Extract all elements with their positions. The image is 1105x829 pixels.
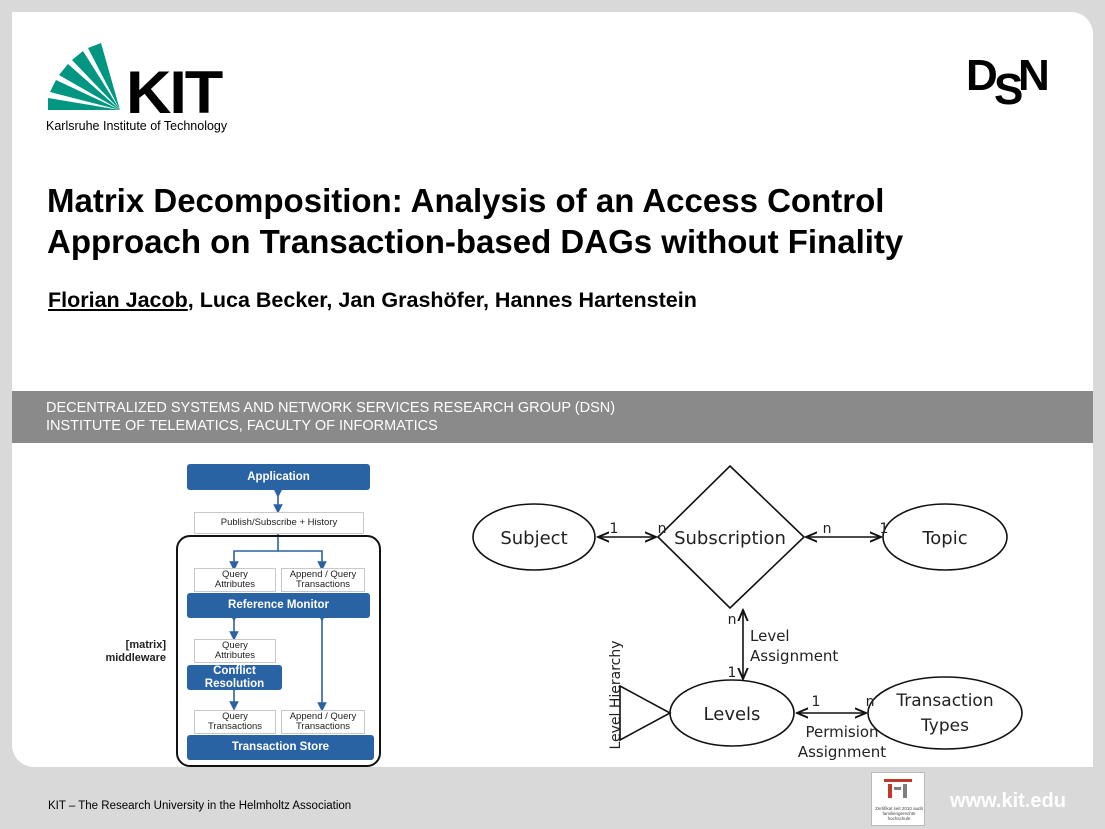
append-query-box: Append / Query Transactions (281, 568, 365, 592)
level-hierarchy-triangle (619, 684, 672, 742)
authors: Florian Jacob, Luca Becker, Jan Grashöfe… (48, 288, 697, 313)
kit-url[interactable]: www.kit.edu (950, 790, 1066, 812)
kit-logo: KIT Karlsruhe Institute of Technology (46, 40, 256, 135)
footer-text: KIT – The Research University in the Hel… (48, 800, 352, 812)
level-assignment-label-2: Assignment (750, 647, 838, 665)
institute-line: INSTITUTE OF TELEMATICS, FACULTY OF INFO… (46, 418, 438, 434)
dsn-letter-d: D (966, 51, 998, 100)
card-subscription-bottom: n (728, 612, 737, 628)
card-topic: 1 (880, 521, 889, 537)
topic-label: Topic (921, 528, 967, 549)
card-transaction-types: n (866, 694, 875, 710)
dsn-logo: D S N (966, 51, 1050, 114)
subscription-relation (656, 464, 806, 610)
title-line-1: Matrix Decomposition: Analysis of an Acc… (47, 182, 885, 219)
er-diagram: Subject Subscription Topic Levels Transa… (462, 443, 1082, 767)
transaction-types-label-1: Transaction (895, 691, 993, 711)
application-box: Application (187, 464, 370, 490)
transaction-types-entity (867, 676, 1023, 750)
presenter-name: Florian Jacob (48, 288, 188, 312)
card-subscription-right: n (823, 521, 832, 537)
pubsub-box: Publish/Subscribe + History (194, 512, 364, 534)
dsn-letter-n: N (1018, 51, 1050, 100)
permission-assignment-label-2: Assignment (798, 743, 886, 761)
certificate-text: Zertifikat seit 2010 audit familiengerec… (875, 806, 923, 821)
levels-label: Levels (704, 704, 761, 725)
dsn-letter-s: S (994, 65, 1024, 114)
kit-subtitle: Karlsruhe Institute of Technology (46, 119, 228, 133)
slide-title: Matrix Decomposition: Analysis of an Acc… (47, 180, 1067, 262)
conflict-resolution-box: Conflict Resolution (187, 665, 282, 690)
subject-entity (472, 503, 596, 571)
co-authors: , Luca Becker, Jan Grashöfer, Hannes Har… (187, 288, 697, 312)
subject-label: Subject (500, 528, 567, 549)
card-subject: 1 (610, 521, 619, 537)
level-assignment-label-1: Level (750, 627, 790, 645)
card-levels-right: 1 (812, 694, 821, 710)
transaction-store-box: Transaction Store (187, 735, 374, 760)
reference-monitor-box: Reference Monitor (187, 593, 370, 618)
transaction-types-label-2: Types (920, 716, 969, 736)
subscription-label: Subscription (674, 528, 786, 549)
query-attributes-box: Query Attributes (194, 568, 276, 592)
middleware-label: [matrix] middleware (105, 639, 166, 664)
certificate-logo-icon (884, 779, 912, 798)
slide: KIT Karlsruhe Institute of Technology D … (12, 12, 1093, 767)
kit-fan-icon (48, 43, 120, 110)
er-diagram-svg: Subject Subscription Topic Levels Transa… (472, 464, 1023, 761)
family-audit-certificate: Zertifikat seit 2010 audit familiengerec… (871, 772, 925, 826)
level-hierarchy-label: Level Hierarchy (608, 640, 624, 749)
title-line-2: Approach on Transaction-based DAGs witho… (47, 223, 904, 260)
architecture-diagram: Application Publish/Subscribe + History … (12, 443, 432, 767)
middleware-outline (176, 535, 381, 767)
architecture-arrows (229, 488, 327, 712)
card-levels-top: 1 (728, 665, 737, 681)
research-group-band: DECENTRALIZED SYSTEMS AND NETWORK SERVIC… (12, 391, 1093, 443)
query-transactions-box: Query Transactions (194, 710, 276, 734)
topic-entity (882, 503, 1008, 571)
card-subscription-left: n (658, 521, 667, 537)
permission-assignment-label-1: Permision (805, 723, 878, 741)
research-group-line: DECENTRALIZED SYSTEMS AND NETWORK SERVIC… (46, 400, 616, 416)
query-attributes-box-2: Query Attributes (194, 639, 276, 663)
kit-wordmark: KIT (126, 59, 223, 126)
append-query-box-2: Append / Query Transactions (281, 710, 365, 734)
